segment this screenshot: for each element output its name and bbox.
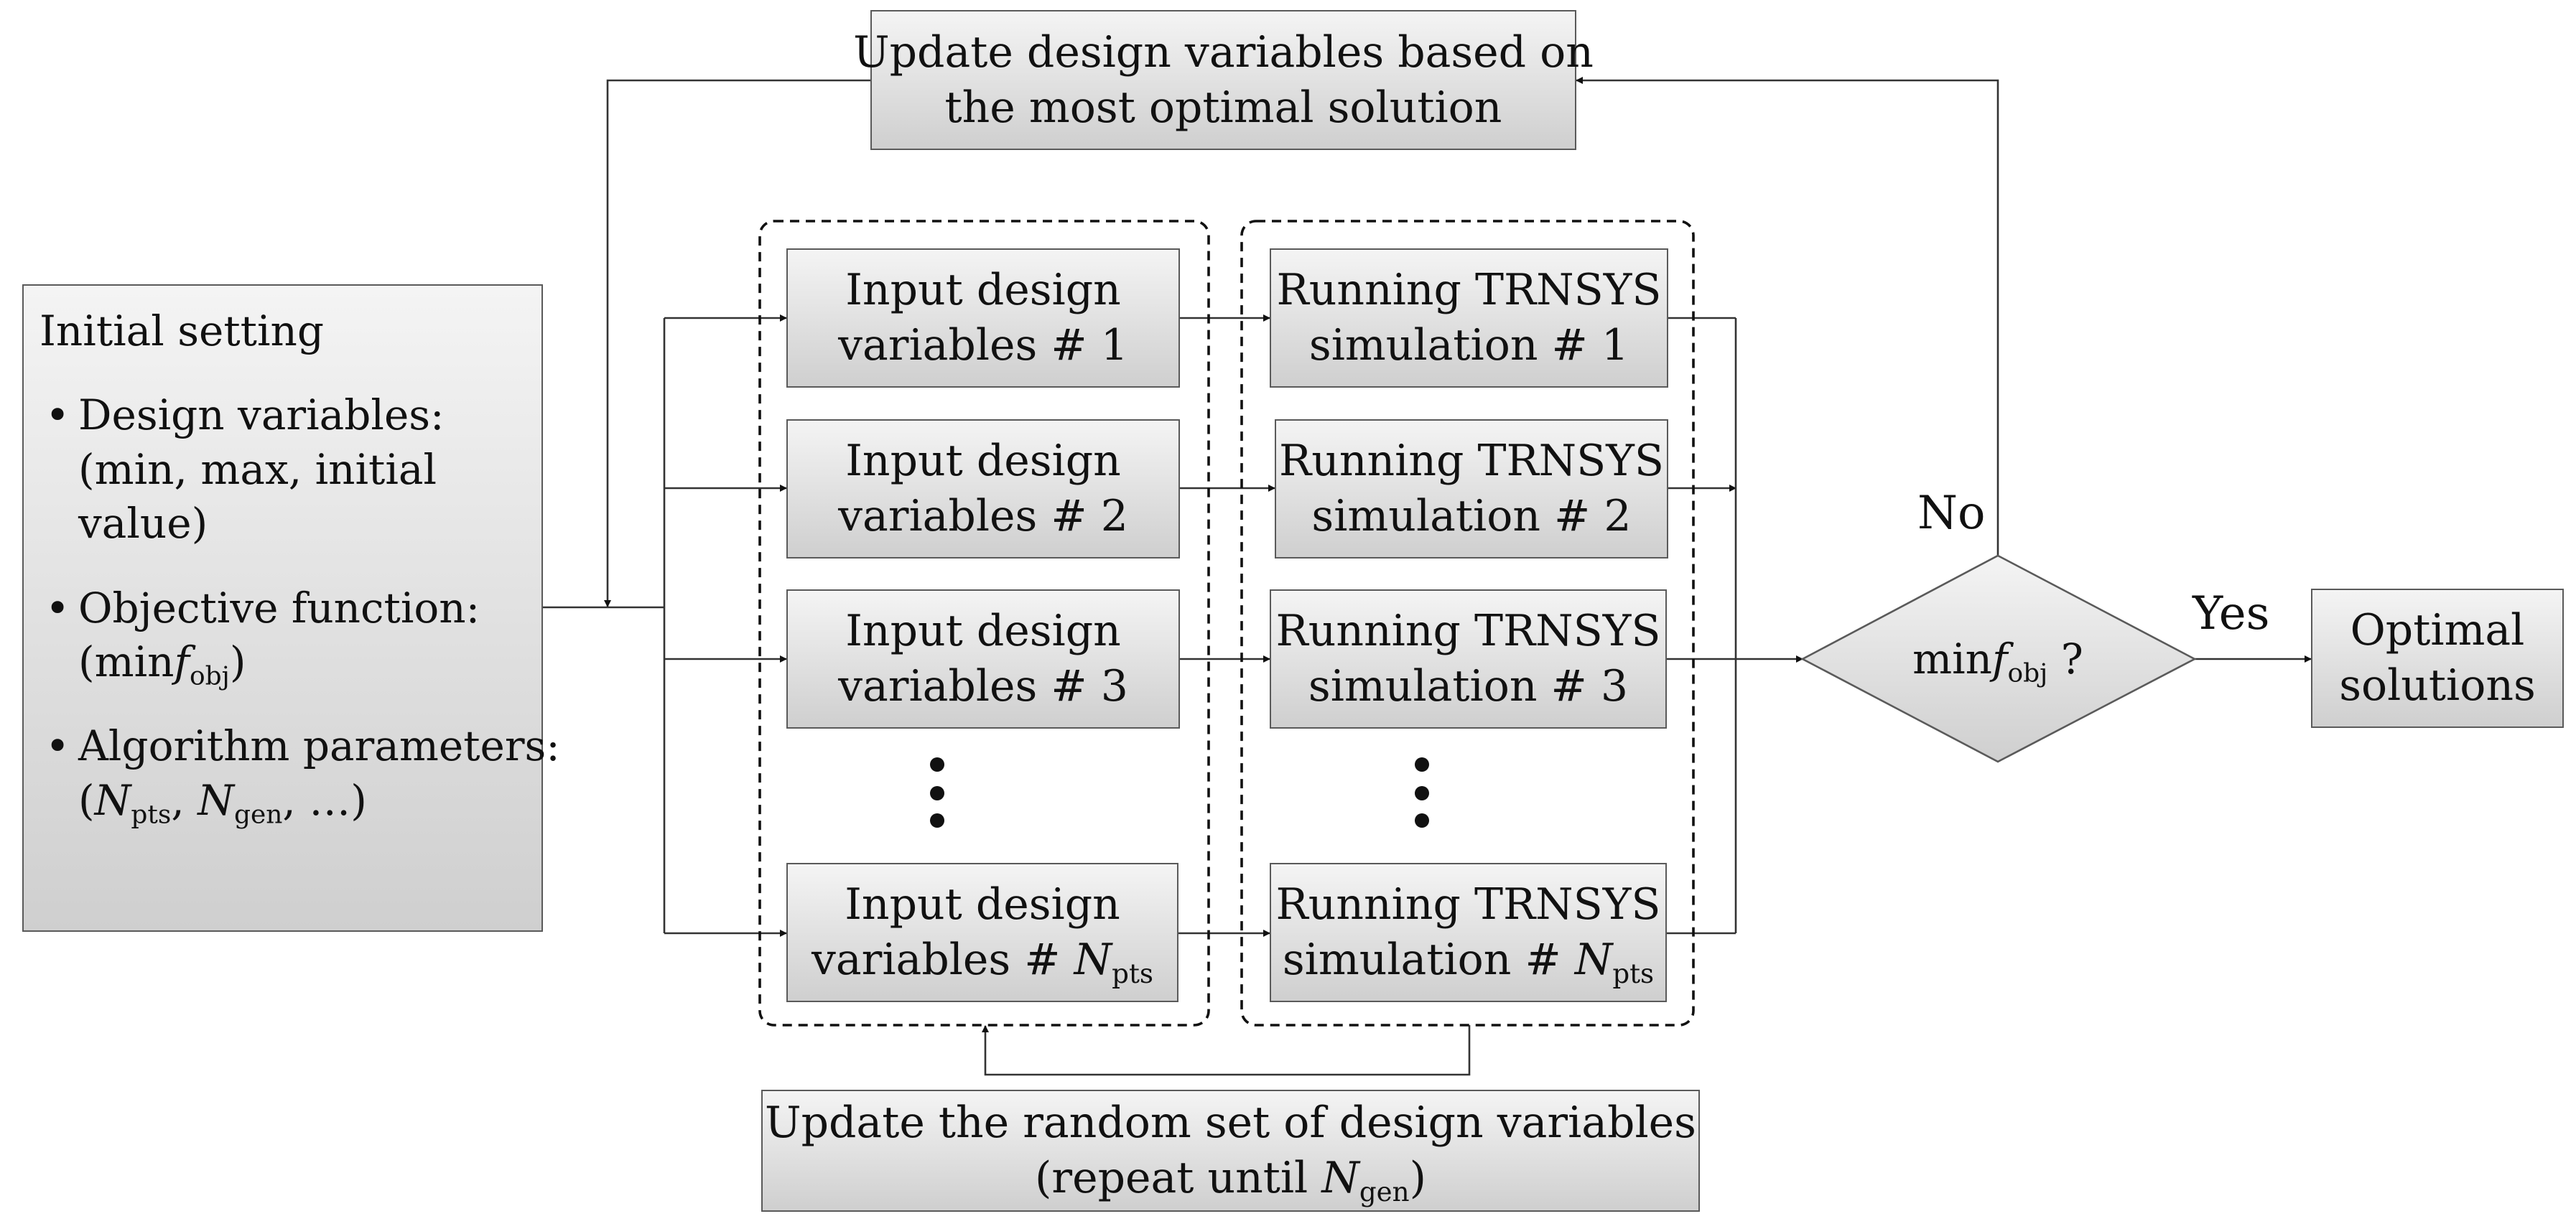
input-design-index: variables # Npts: [812, 935, 1153, 989]
ellipsis-dot-input-2: [930, 786, 944, 800]
feedback-arrow-top-left: [604, 79, 870, 607]
simulation-index: simulation # Npts: [1282, 935, 1655, 989]
design-variables-range: (min, max, initial: [78, 444, 437, 494]
objective-function-label: Objective function:: [78, 583, 480, 632]
ellipsis-dot-sim-2: [1415, 786, 1429, 800]
input-design-box-n: Input design variables # Npts: [786, 863, 1178, 1002]
bullet-dot: •: [45, 583, 70, 632]
input-design-index: variables # 3: [838, 661, 1128, 711]
ellipsis-dot-input-1: [930, 757, 944, 772]
trnsys-simulation-box-1: Running TRNSYS simulation # 1: [1270, 248, 1668, 388]
objective-function-bullet: • Objective function: (minfobj): [39, 581, 480, 690]
simulation-group-outline: [1240, 220, 1695, 1027]
algorithm-parameters-expr: (Npts, Ngen, …): [78, 775, 367, 830]
trnsys-simulation-box-2: Running TRNSYS simulation # 2: [1275, 419, 1668, 559]
algorithm-parameters-label: Algorithm parameters:: [78, 721, 560, 771]
input-design-title: Input design: [845, 879, 1120, 930]
update-bottom-line2: (repeat until Ngen): [1034, 1153, 1426, 1207]
input-design-box-3: Input design variables # 3: [786, 589, 1180, 729]
decision-diamond: [1800, 554, 2197, 763]
bottom-loop-arrow: [982, 1025, 1471, 1076]
simulation-index: simulation # 3: [1308, 661, 1629, 711]
update-top-line1: Update design variables based on: [853, 27, 1594, 78]
initial-setting-title: Initial setting: [39, 307, 324, 355]
no-label: No: [1917, 487, 1986, 540]
input-design-title: Input design: [845, 265, 1121, 316]
simulation-title: Running TRNSYS: [1279, 436, 1664, 487]
trnsys-simulation-box-3: Running TRNSYS simulation # 3: [1270, 589, 1667, 729]
input-design-box-1: Input design variables # 1: [786, 248, 1180, 388]
input-design-title: Input design: [845, 436, 1121, 487]
design-variables-label: Design variables:: [78, 391, 445, 440]
simulation-title: Running TRNSYS: [1275, 606, 1661, 657]
design-variables-bullet: • Design variables: (min, max, initial v…: [39, 388, 445, 551]
ellipsis-dot-sim-3: [1415, 813, 1429, 828]
bullet-dot: •: [45, 391, 70, 440]
design-variables-range-end: value): [78, 499, 208, 548]
yes-label: Yes: [2193, 587, 2270, 640]
input-design-box-2: Input design variables # 2: [786, 419, 1180, 559]
decision-label: minfobj ?: [1912, 635, 2083, 688]
update-design-variables-box: Update design variables based on the mos…: [853, 10, 1594, 150]
bullet-dot: •: [45, 721, 70, 771]
initial-setting-box: Initial setting • Design variables: (min…: [22, 284, 560, 932]
simulation-index: simulation # 1: [1308, 320, 1629, 370]
update-top-line2: the most optimal solution: [944, 82, 1502, 133]
optimal-line1: Optimal: [2350, 605, 2525, 656]
update-random-set-box: Update the random set of design variable…: [761, 1090, 1700, 1212]
input-design-index: variables # 1: [838, 320, 1128, 370]
optimal-solutions-box: Optimal solutions: [2311, 589, 2564, 728]
no-branch-arrow: [1576, 77, 1999, 556]
update-bottom-line1: Update the random set of design variable…: [765, 1098, 1696, 1149]
objective-function-expr: (minfobj): [78, 637, 246, 691]
optimal-line2: solutions: [2339, 660, 2536, 711]
algorithm-parameters-bullet: • Algorithm parameters: (Npts, Ngen, …): [39, 719, 560, 828]
simulation-index: simulation # 2: [1311, 491, 1632, 541]
trnsys-simulation-box-n: Running TRNSYS simulation # Npts: [1270, 863, 1667, 1002]
input-group-outline: [758, 220, 1210, 1027]
ellipsis-dot-input-3: [930, 813, 944, 828]
simulation-title: Running TRNSYS: [1276, 265, 1662, 316]
input-design-index: variables # 2: [838, 491, 1128, 541]
input-design-title: Input design: [845, 606, 1121, 657]
simulation-title: Running TRNSYS: [1275, 879, 1661, 930]
ellipsis-dot-sim-1: [1415, 757, 1429, 772]
